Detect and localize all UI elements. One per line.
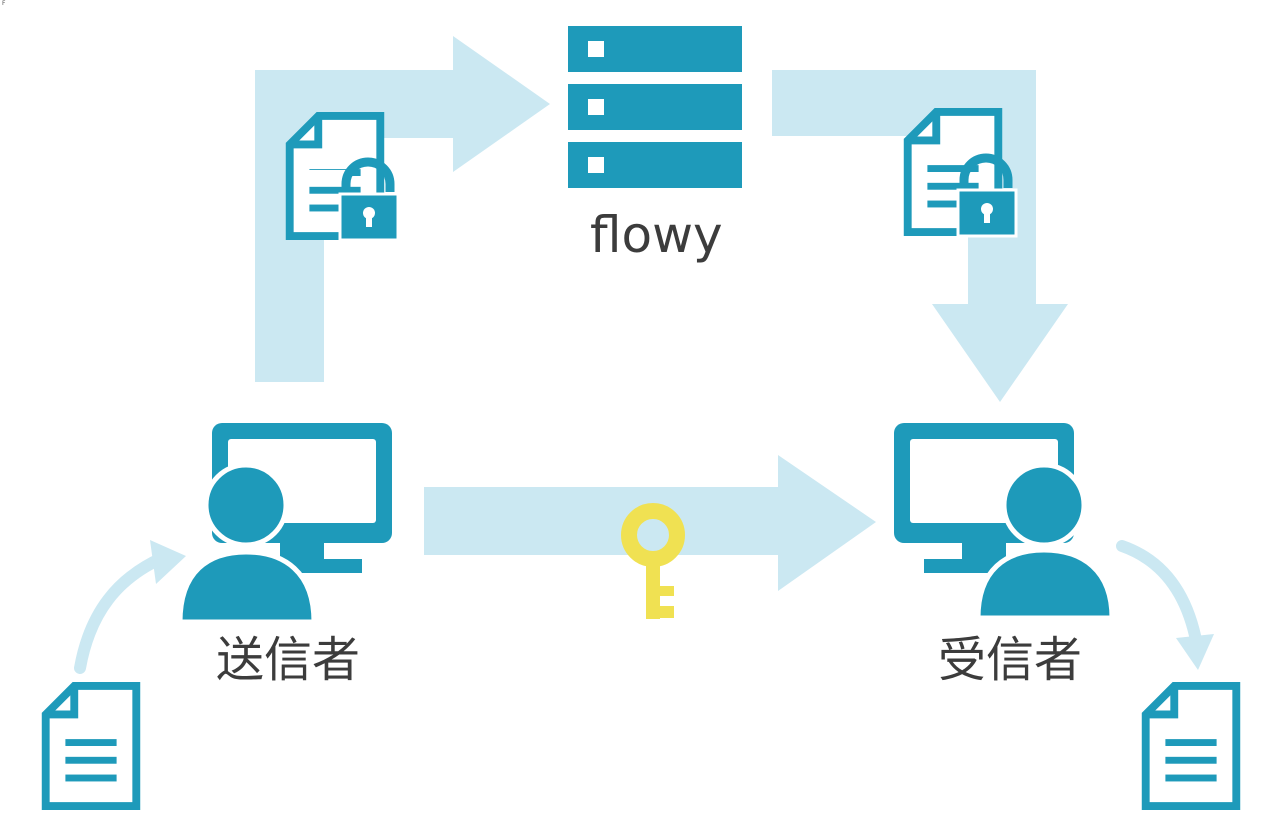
sender-label: 送信者	[216, 632, 361, 688]
locked-document-icon	[908, 112, 1018, 238]
receiver-label: 受信者	[938, 632, 1083, 688]
document-icon	[46, 686, 137, 806]
input-curve-arrow	[74, 540, 186, 674]
server-label: flowy	[590, 206, 723, 264]
locked-document-icon	[290, 116, 400, 242]
corner-mark: F	[2, 0, 6, 7]
sender-icon	[177, 423, 392, 625]
output-curve-arrow	[1116, 540, 1214, 670]
key-transfer-arrow	[424, 455, 876, 591]
key-icon	[621, 503, 685, 619]
receiver-icon	[894, 423, 1115, 621]
server-icon	[568, 26, 742, 188]
document-icon	[1146, 686, 1237, 806]
